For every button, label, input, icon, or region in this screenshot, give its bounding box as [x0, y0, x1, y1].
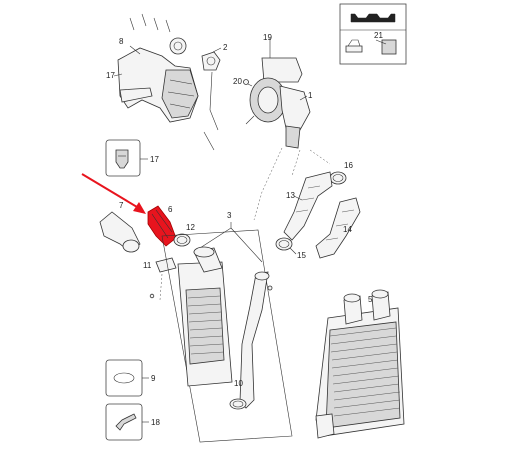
sensor-icon — [381, 39, 397, 55]
callout-6: 6 — [168, 205, 173, 214]
callout-19: 19 — [263, 33, 272, 42]
clamp-part-15 — [275, 237, 293, 251]
callout-10: 10 — [234, 379, 243, 388]
callout-15: 15 — [297, 251, 306, 260]
callout-7: 7 — [119, 201, 124, 210]
bolt-box — [105, 139, 141, 177]
legend-box: 21 — [339, 3, 407, 65]
clamp-part-12 — [173, 233, 191, 247]
exhaust-manifold — [117, 13, 199, 123]
clip-icon — [345, 45, 363, 53]
callout-5: 5 — [368, 295, 373, 304]
callout-17-box: 17 — [150, 155, 159, 164]
hose-part-14 — [315, 197, 361, 259]
callout-3: 3 — [227, 211, 232, 220]
callout-2: 2 — [223, 43, 228, 52]
callout-1: 1 — [308, 91, 313, 100]
gasket-part-2 — [201, 51, 221, 71]
turbocharger — [243, 38, 311, 149]
callout-20: 20 — [233, 77, 242, 86]
bracket-icon — [350, 13, 396, 23]
pipe-assembly — [239, 271, 270, 409]
callout-11: 11 — [143, 261, 152, 270]
callout-9: 9 — [151, 374, 156, 383]
callout-12: 12 — [186, 223, 195, 232]
intercooler-part-5 — [315, 289, 405, 439]
callout-13: 13 — [286, 191, 295, 200]
hose-part-7 — [99, 211, 141, 253]
o-ring-box — [105, 359, 143, 397]
bolt-icon — [115, 149, 129, 169]
pointer-arrow-head — [133, 202, 146, 214]
callout-17-top: 17 — [106, 71, 115, 80]
o-ring-icon — [113, 372, 135, 384]
clamp-part-10 — [229, 398, 247, 410]
callout-14: 14 — [343, 225, 352, 234]
highlighted-part-6 — [147, 205, 177, 247]
callout-18: 18 — [151, 418, 160, 427]
pointer-arrow — [81, 173, 143, 211]
screw-icon — [115, 413, 137, 431]
hose-part-13 — [283, 171, 333, 241]
intercooler-assembly-3 — [177, 246, 233, 387]
callout-16: 16 — [344, 161, 353, 170]
callout-8: 8 — [119, 37, 124, 46]
callout-21: 21 — [374, 31, 383, 40]
clamp-part-16 — [329, 171, 347, 185]
screw-box — [105, 403, 143, 441]
bracket-part-11 — [155, 257, 177, 273]
